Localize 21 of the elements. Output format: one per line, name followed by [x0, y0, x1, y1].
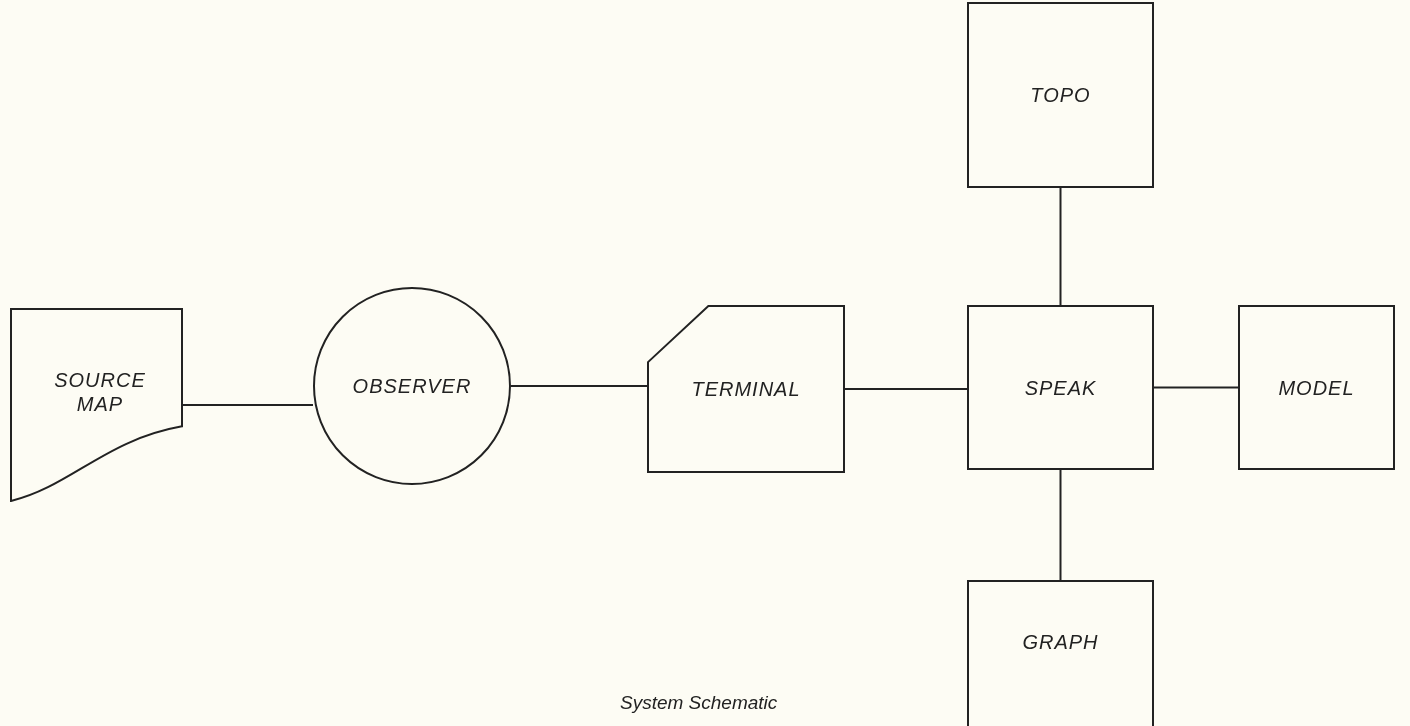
- terminal-card: [647, 305, 845, 473]
- process-box: [967, 580, 1154, 726]
- node-label: SOURCE MAP: [53, 368, 147, 416]
- node-label: GRAPH: [1021, 630, 1100, 654]
- connector-line: [1059, 469, 1062, 581]
- node-label: SPEAK: [1023, 375, 1098, 400]
- connector-line: [844, 388, 968, 390]
- connector-line: [510, 385, 648, 387]
- diagram-caption: System Schematic: [620, 692, 778, 714]
- process-box: [967, 2, 1154, 188]
- node-label: OBSERVER: [351, 374, 473, 398]
- connector-line: [182, 404, 314, 406]
- connector-line: [1153, 386, 1239, 389]
- node-label: MODEL: [1277, 375, 1356, 400]
- document-shape: [10, 308, 183, 502]
- node-label: TOPO: [1029, 83, 1092, 107]
- connector-line: [1059, 187, 1062, 306]
- process-box: [967, 305, 1154, 470]
- process-box: [1238, 305, 1395, 470]
- circle-node: [313, 287, 511, 485]
- node-label: TERMINAL: [690, 377, 802, 401]
